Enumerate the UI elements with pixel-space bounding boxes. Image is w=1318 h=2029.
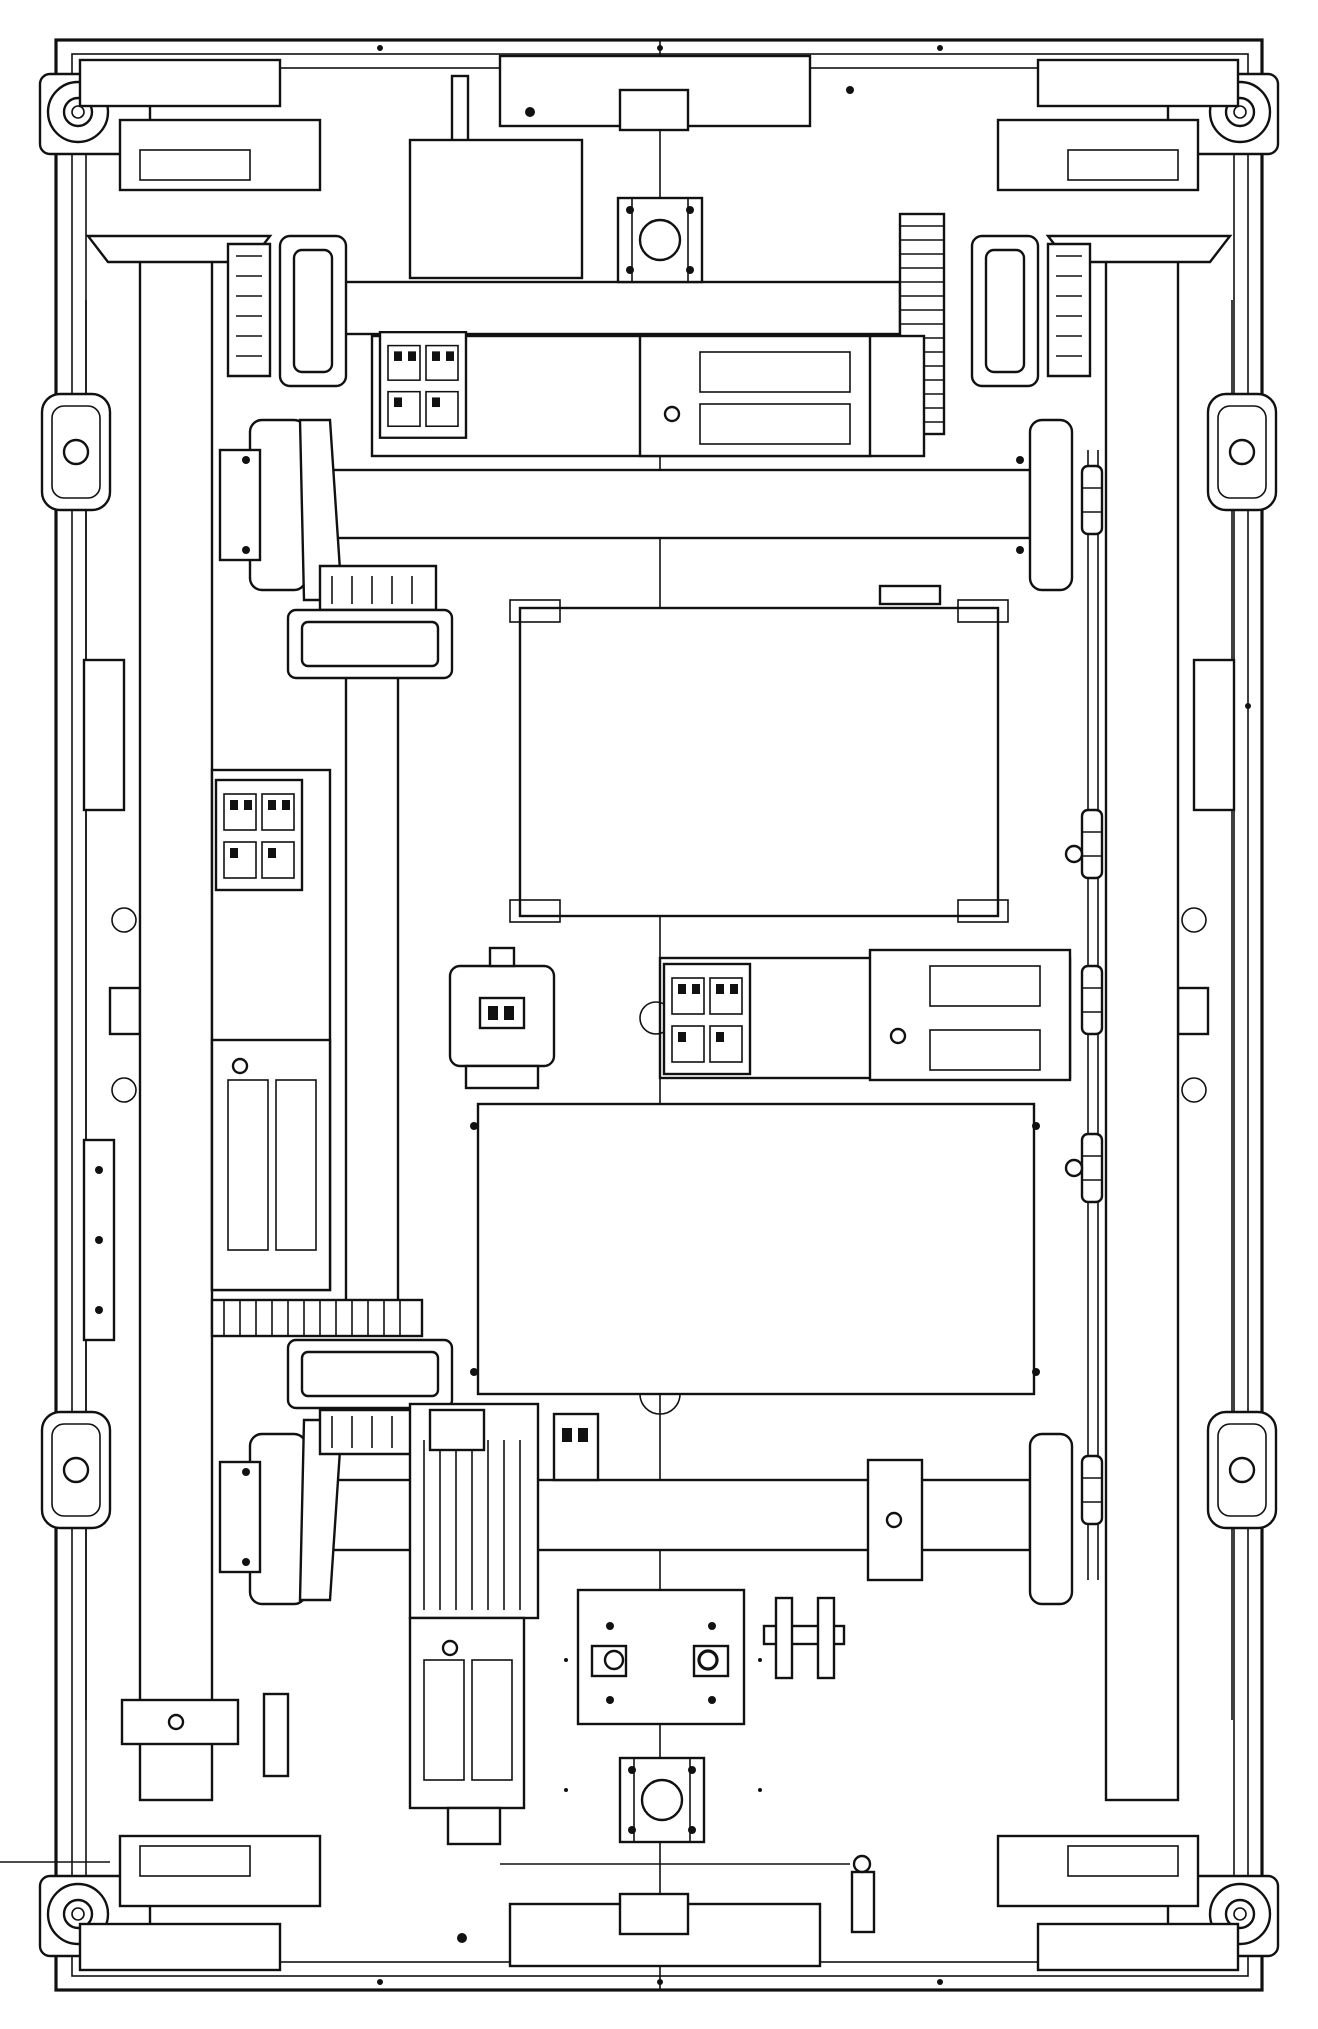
bevel-gear-top-right — [1045, 234, 1233, 378]
corner-wheel-bottom-right — [996, 1834, 1280, 1972]
upper-axle — [218, 418, 1074, 592]
gear-motor-left — [210, 768, 332, 1292]
corner-wheel-top-right — [996, 58, 1280, 192]
long-shaft-right — [1104, 258, 1180, 1802]
control-box-top — [408, 138, 584, 280]
drive-motor-center — [639, 948, 1072, 1082]
mount-plate — [564, 1588, 762, 1792]
bearing-block-top — [616, 196, 704, 284]
tension-bracket — [762, 1596, 846, 1680]
long-shaft-left — [120, 258, 240, 1802]
lower-axle — [218, 1432, 1074, 1606]
corner-wheel-top-left — [38, 58, 322, 192]
bearing-block-bottom — [618, 1756, 706, 1844]
small-bracket — [262, 1692, 290, 1778]
bottom-bracket — [457, 1854, 876, 1968]
drive-motor-lower — [408, 1402, 600, 1846]
side-rail-left — [40, 300, 142, 1720]
battery-box-lower — [470, 1102, 1040, 1415]
bevel-gear-top-left — [85, 234, 273, 378]
bevel-gear-lower-left — [298, 1408, 438, 1602]
battery-box-upper — [509, 584, 1009, 923]
vertical-shaft-center-left — [286, 608, 454, 1410]
roller-chain-right — [1064, 450, 1104, 1580]
control-box-small — [448, 946, 556, 1090]
spur-gear-middle — [210, 1298, 424, 1338]
side-rail-right — [1176, 300, 1278, 1720]
corner-wheel-bottom-left — [38, 1834, 322, 1972]
corner-wheels — [38, 58, 1280, 1972]
gear-motor-top — [370, 330, 926, 458]
